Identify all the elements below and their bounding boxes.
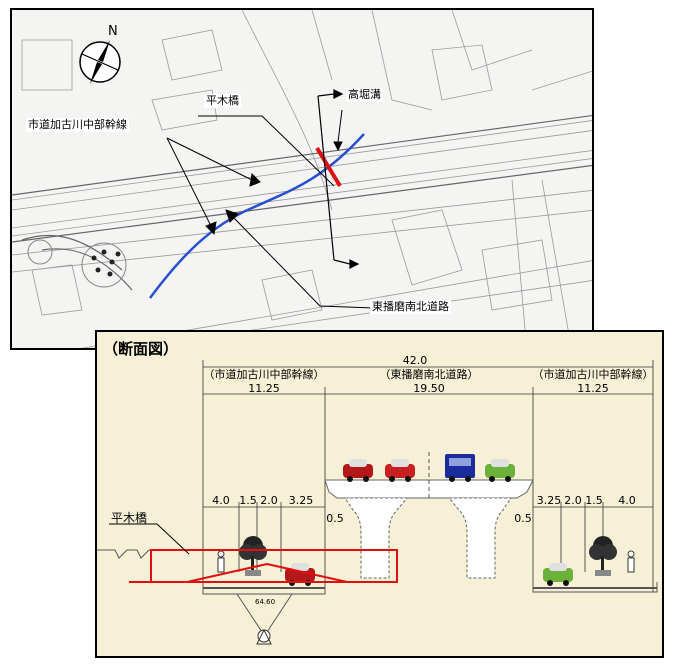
hiraki-bridge-label: 平木橋 — [204, 94, 241, 108]
north-compass-icon — [79, 40, 121, 84]
right-dim-3: 4.0 — [618, 494, 636, 507]
right-pier — [447, 497, 512, 579]
section-title: （断面図） — [103, 340, 179, 358]
map-background-lines — [12, 10, 592, 348]
takahori-channel-label: 高堀溝 — [346, 88, 383, 102]
pedestrian-icon — [627, 550, 635, 573]
right-street-features — [543, 536, 635, 586]
plan-map-drawing: N — [12, 10, 592, 348]
segment-center-name: （東播磨南北道路） — [380, 367, 479, 381]
car-icon — [485, 459, 515, 482]
elevated-deck — [324, 452, 534, 579]
hiraki-bridge-marker — [315, 146, 342, 188]
left-street-features — [217, 536, 315, 586]
elevation-label: 64.60 — [255, 598, 275, 606]
tree-icon — [589, 536, 617, 576]
leader-lines — [166, 109, 375, 309]
right-dim-1: 2.0 — [564, 494, 582, 507]
segment-left-width: 11.25 — [248, 382, 280, 395]
car-icon — [343, 459, 373, 482]
pedestrian-icon — [217, 550, 225, 573]
segment-left-name: （市道加古川中部幹線） — [204, 367, 325, 381]
hiraki-bridge-outline — [129, 549, 398, 583]
car-icon — [385, 459, 415, 482]
right-offset-label: 0.5 — [514, 512, 532, 525]
left-dim-1: 1.5 — [239, 494, 257, 507]
left-dim-0: 4.0 — [212, 494, 230, 507]
left-dim-2: 2.0 — [260, 494, 278, 507]
section-bridge-label: 平木橋 — [111, 511, 147, 525]
cross-section-diagram: （断面図） 42.0 （市道加古川中部幹線） （東播磨南北道路） （市道加古川中… — [95, 330, 664, 658]
ground-lines — [97, 549, 658, 633]
dimension-lines — [202, 360, 654, 592]
higashi-harima-road-label: 東播磨南北道路 — [370, 300, 451, 314]
truck-icon — [445, 454, 475, 482]
dimension-labels: 42.0 （市道加古川中部幹線） （東播磨南北道路） （市道加古川中部幹線） 1… — [204, 354, 654, 525]
left-pier — [344, 497, 409, 579]
route-line — [148, 133, 365, 299]
car-icon — [543, 563, 573, 586]
right-dim-0: 3.25 — [537, 494, 562, 507]
bridge-label-leader — [109, 523, 190, 555]
segment-center-width: 19.50 — [413, 382, 445, 395]
plan-map: N 平木橋 高堀溝 市道加古川中部幹線 東播磨南北道路 — [10, 8, 594, 350]
left-offset-label: 0.5 — [326, 512, 344, 525]
map-circle-feature — [27, 239, 53, 265]
compass-letter: N — [108, 24, 118, 39]
city-road-label: 市道加古川中部幹線 — [26, 118, 129, 132]
left-dim-3: 3.25 — [289, 494, 314, 507]
map-park-feature — [81, 242, 127, 288]
total-width-label: 42.0 — [403, 354, 428, 367]
cross-section-drawing: 42.0 （市道加古川中部幹線） （東播磨南北道路） （市道加古川中部幹線） 1… — [97, 354, 658, 645]
pipe-icon — [256, 628, 272, 645]
map-main-roads — [12, 114, 592, 291]
deck-cars — [343, 454, 515, 482]
segment-right-name: （市道加古川中部幹線） — [533, 367, 654, 381]
right-dim-2: 1.5 — [585, 494, 603, 507]
map-tree-dots — [91, 249, 121, 277]
segment-right-width: 11.25 — [577, 382, 609, 395]
takahori-channel-line — [317, 89, 360, 269]
